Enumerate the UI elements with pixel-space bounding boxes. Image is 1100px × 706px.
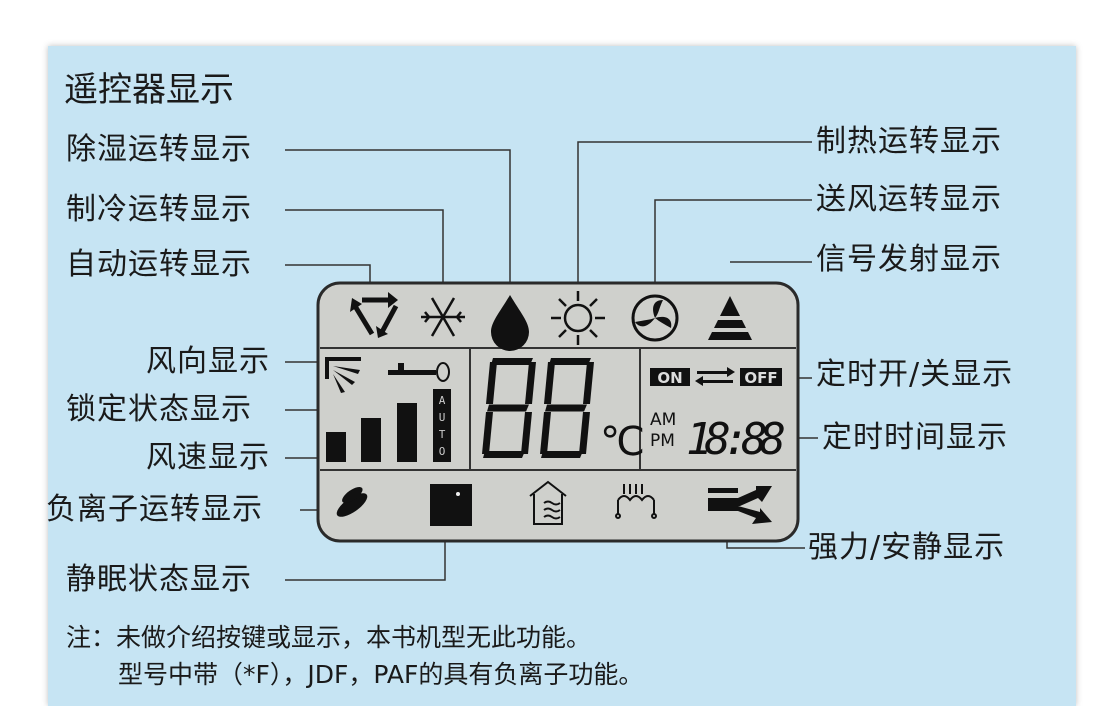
label-turbo-quiet: 强力/安静显示	[808, 530, 1006, 565]
sun-icon	[551, 291, 605, 345]
fan-icon	[631, 294, 679, 342]
segment-a	[491, 358, 533, 365]
am-text: AM	[650, 410, 676, 430]
key-icon	[388, 362, 450, 382]
fan-speed-bars-icon	[326, 403, 417, 462]
label-heating: 制热运转显示	[816, 124, 1002, 159]
label-anion: 负离子运转显示	[46, 492, 263, 527]
segment-b	[583, 362, 594, 404]
segment-g	[487, 404, 529, 412]
label-cooling: 制冷运转显示	[66, 192, 252, 227]
temperature-unit: ℃	[600, 419, 645, 465]
moon-icon	[430, 484, 472, 526]
auto-cycle-icon	[350, 292, 399, 338]
segment-e	[540, 412, 551, 454]
page-title: 遥控器显示	[64, 70, 234, 110]
label-auto: 自动运转显示	[66, 247, 252, 282]
pm-text: PM	[650, 431, 675, 451]
off-badge	[740, 368, 782, 386]
signal-triangle-icon	[708, 296, 752, 340]
heater-icon	[615, 484, 657, 519]
segment-d	[541, 451, 583, 458]
off-text: OFF	[744, 369, 777, 387]
water-drop-icon	[491, 295, 529, 351]
label-sleep: 静眠状态显示	[66, 562, 252, 597]
segment-e	[482, 412, 493, 454]
label-fan-speed: 风速显示	[146, 440, 270, 475]
segment-f	[486, 362, 497, 404]
label-signal: 信号发射显示	[816, 242, 1002, 277]
note-line-1: 注：未做介绍按键或显示，本书机型无此功能。	[66, 623, 592, 652]
snowflake-icon	[421, 297, 465, 337]
segment-c	[579, 412, 590, 454]
house-icon	[529, 480, 567, 525]
segment-d	[483, 451, 525, 458]
lcd-dividers	[320, 347, 796, 471]
leaf-icon	[336, 486, 368, 517]
label-dehumidify: 除湿运转显示	[66, 132, 252, 167]
segment-a	[549, 358, 591, 365]
label-timer-onoff: 定时开/关显示	[816, 357, 1014, 392]
leader-lines	[285, 141, 818, 581]
segment-c	[521, 412, 532, 454]
note-line-2: 型号中带（*F），JDF，PAF的具有负离子功能。	[118, 660, 644, 689]
segment-f	[544, 362, 555, 404]
label-timer-time: 定时时间显示	[822, 420, 1008, 455]
label-fan-only: 送风运转显示	[816, 182, 1002, 217]
turbo-arrows-icon	[708, 486, 772, 524]
label-wind-direction: 风向显示	[146, 344, 270, 379]
segment-b	[525, 362, 536, 404]
temperature-digits	[482, 358, 594, 458]
auto-indicator	[433, 389, 451, 462]
label-lock: 锁定状态显示	[66, 392, 252, 427]
timer-arrows-icon	[695, 367, 735, 386]
on-badge	[650, 368, 690, 386]
timer-time: 18:88	[686, 414, 786, 465]
segment-g	[545, 404, 587, 412]
on-text: ON	[657, 369, 682, 387]
swing-icon	[325, 357, 361, 393]
